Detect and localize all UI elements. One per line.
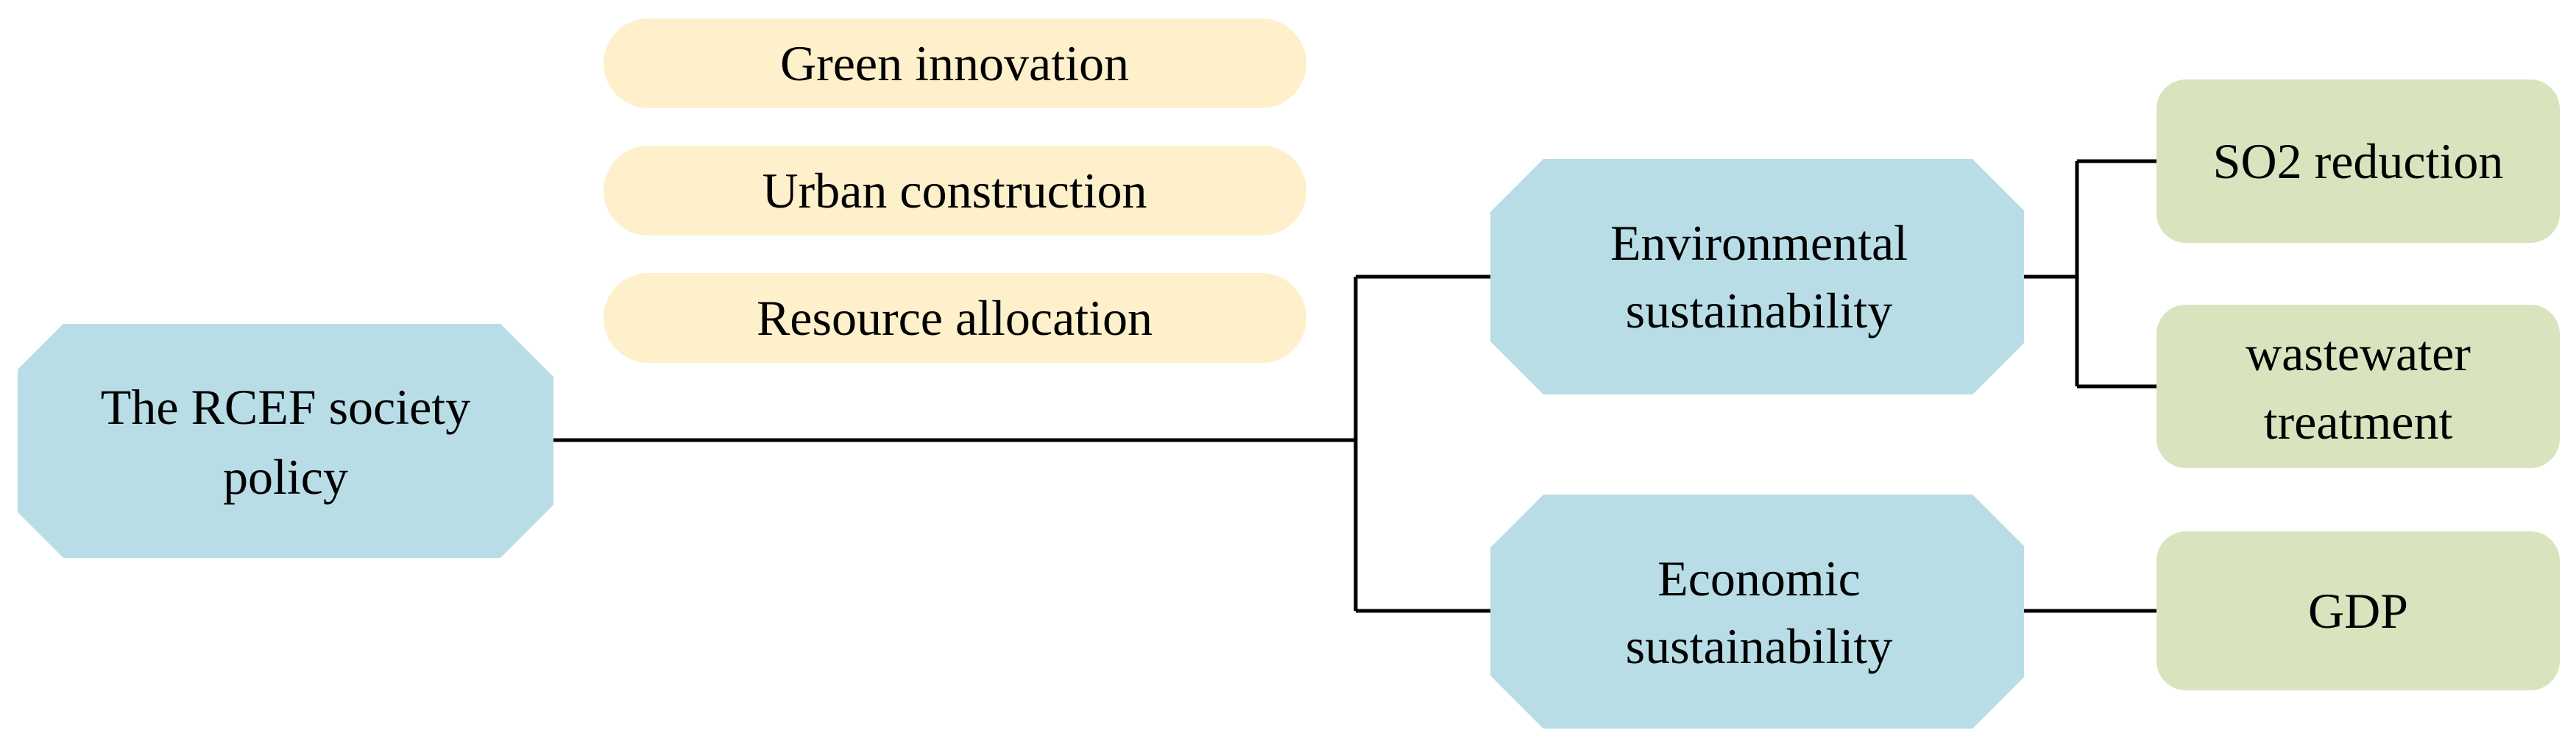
economic-sustainability-node: Economic sustainability (1490, 495, 2024, 729)
indicator-so2-reduction: SO2 reduction (2156, 79, 2560, 243)
mechanism-resource-allocation: Resource allocation (604, 273, 1306, 363)
connectors (553, 159, 2156, 613)
mechanism-urban-construction: Urban construction (604, 146, 1306, 236)
economic-label-line2: sustainability (1626, 618, 1893, 674)
environmental-label-line2: sustainability (1626, 283, 1893, 339)
environmental-label-line1: Environmental (1610, 215, 1908, 271)
mechanism-label: Resource allocation (757, 290, 1153, 346)
indicator-label-line1: wastewater (2246, 325, 2471, 381)
economic-label-line1: Economic (1657, 550, 1861, 606)
environmental-sustainability-node: Environmental sustainability (1490, 159, 2024, 394)
indicator-wastewater-treatment: wastewater treatment (2156, 305, 2560, 468)
indicator-label: GDP (2308, 583, 2408, 639)
indicator-label-line2: treatment (2264, 394, 2453, 450)
policy-node: The RCEF society policy (18, 324, 553, 558)
policy-label-line2: policy (223, 449, 348, 505)
indicator-gdp: GDP (2156, 531, 2560, 690)
mechanism-label: Urban construction (762, 163, 1147, 219)
policy-label-line1: The RCEF society (101, 379, 470, 435)
mechanism-green-innovation: Green innovation (604, 18, 1306, 108)
mechanism-label: Green innovation (780, 35, 1129, 91)
indicator-label: SO2 reduction (2213, 133, 2504, 189)
mechanism-nodes: Green innovation Urban construction Reso… (604, 18, 1306, 363)
